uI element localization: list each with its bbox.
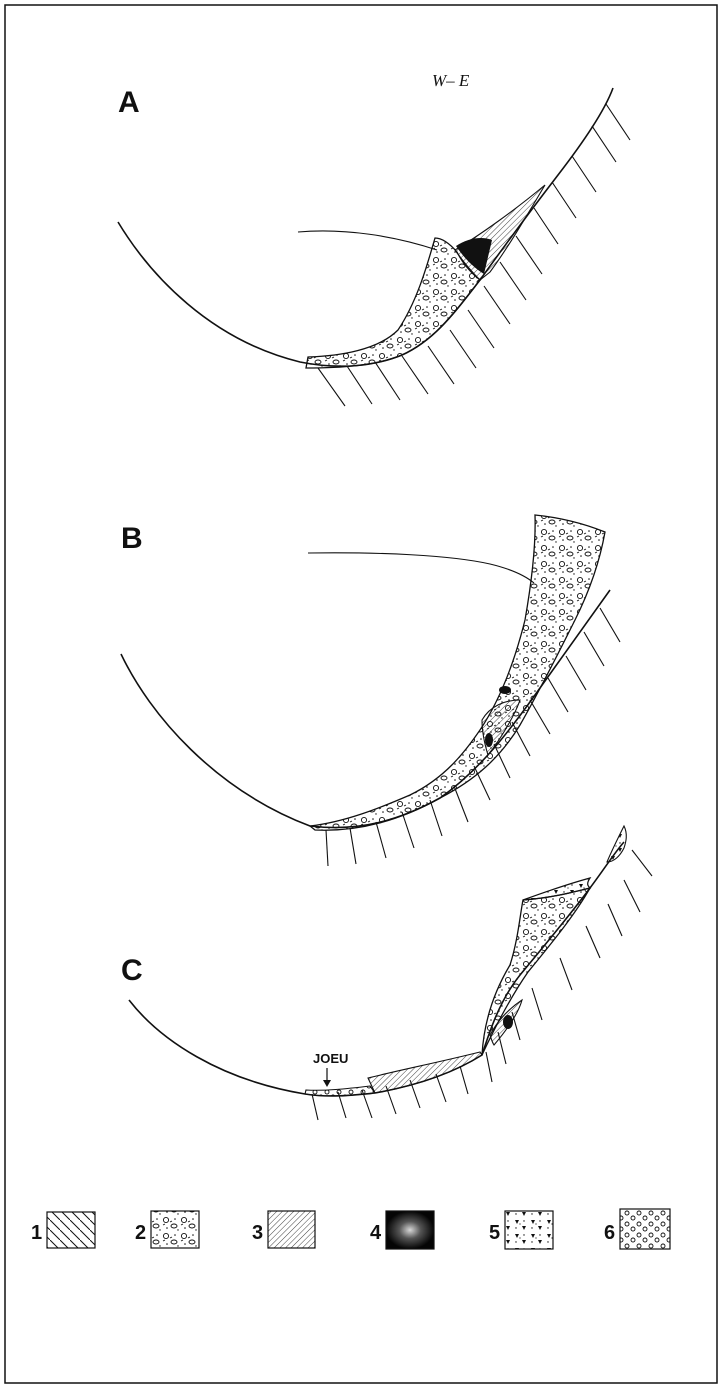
- legend-item-1: 1: [31, 1212, 95, 1248]
- orientation-label: W– E: [432, 71, 470, 90]
- legend-number-3: 3: [252, 1222, 263, 1244]
- panel-a: A: [118, 86, 630, 406]
- panel-c-bedrock-hatch: [312, 850, 652, 1120]
- panel-c-joeu-deposit: [305, 1086, 375, 1096]
- organic-deposit-icon: [386, 1211, 434, 1249]
- panel-c: C JOEU: [121, 826, 652, 1120]
- legend-item-6: 6: [604, 1209, 670, 1249]
- panel-b-ice-surface: [308, 553, 534, 583]
- till-pebbles-icon: [151, 1211, 199, 1248]
- panel-a-ice-surface: [298, 231, 437, 250]
- legend-number-6: 6: [604, 1222, 615, 1244]
- angular-debris-icon: [505, 1211, 553, 1249]
- legend-number-5: 5: [489, 1222, 500, 1244]
- legend: 1 2 3 4 5 6: [31, 1209, 670, 1249]
- panel-c-letter: C: [121, 954, 143, 987]
- legend-number-1: 1: [31, 1222, 42, 1244]
- bedrock-hatch-icon: [47, 1212, 95, 1248]
- panel-b-bedrock-hatch: [326, 608, 620, 866]
- panel-c-upper-debris: [607, 826, 626, 862]
- figure-frame: [5, 5, 717, 1383]
- legend-item-2: 2: [135, 1211, 199, 1248]
- panel-b-till-deposit: [310, 515, 605, 830]
- panel-b-organic-lens: [485, 733, 493, 747]
- panel-b: B: [121, 515, 620, 866]
- legend-item-4: 4: [370, 1211, 434, 1249]
- joeu-arrow-head: [323, 1080, 331, 1087]
- panel-a-till-deposit: [306, 238, 480, 368]
- legend-item-3: 3: [252, 1211, 315, 1248]
- laminated-sediment-icon: [268, 1211, 315, 1248]
- panel-a-laminated-wedge: [455, 185, 545, 280]
- legend-number-2: 2: [135, 1222, 146, 1244]
- panel-b-letter: B: [121, 522, 143, 555]
- panel-c-organic-deposit: [503, 1015, 513, 1029]
- gravel-circles-icon: [620, 1209, 670, 1249]
- panel-b-organic-deposit: [499, 686, 511, 694]
- place-label-joeu: JOEU: [313, 1051, 348, 1066]
- legend-item-5: 5: [489, 1211, 553, 1249]
- panel-a-letter: A: [118, 86, 140, 119]
- panel-c-valley-outline: [129, 842, 624, 1096]
- legend-number-4: 4: [370, 1222, 382, 1244]
- panel-a-valley-outline: [118, 88, 613, 366]
- panel-c-floor-sediment: [368, 1052, 482, 1093]
